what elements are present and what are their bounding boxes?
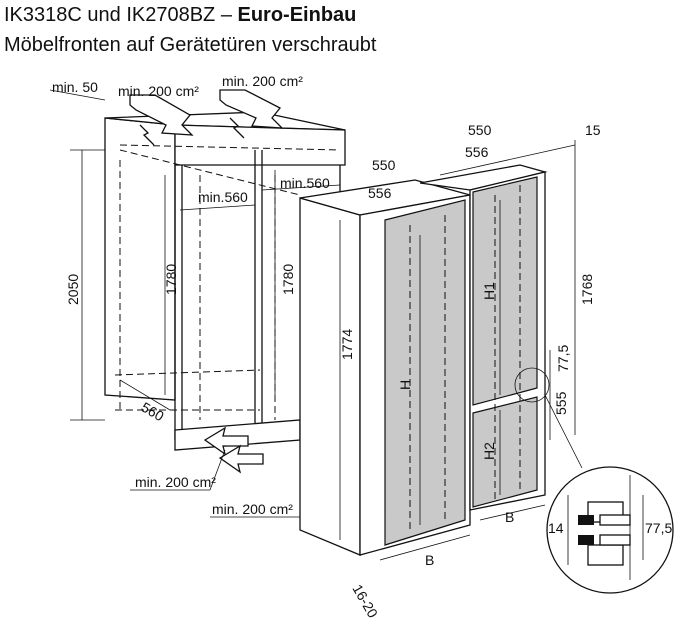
upper-door-h1-label: H1 [481,282,497,300]
single-height-label: 1774 [339,329,355,360]
single-door-depth-label: 556 [368,185,392,201]
niche-depth-label: 560 [139,399,167,425]
single-door-appliance [299,179,471,561]
double-door-depth-label: 556 [465,144,489,160]
single-body-depth-label: 550 [372,157,396,173]
detail-gap-label: 14 [548,520,564,536]
hinge-detail [546,466,674,594]
niche-height-right-label: 1780 [280,264,296,295]
min-gap-label: min. 50 [52,79,98,95]
door-gap-label: 16-20 [349,582,381,621]
diagram-subtitle: Möbelfronten auf Gerätetüren verschraubt [4,34,377,56]
top-offset-label: 15 [585,122,601,138]
vent-arrows [129,89,284,474]
double-door-width-label: B [505,509,514,525]
two-door-appliance [419,140,583,521]
niche-height-left-label: 1780 [163,264,179,295]
detail-spacing-label: 77,5 [645,520,672,536]
diagram-title: IK3318C und IK2708BZ – Euro-Einbau [4,4,356,27]
vent-bottom-1-label: min. 200 cm² [135,474,216,490]
lower-height-label: 555 [553,391,569,415]
lower-door-h2-label: H2 [481,442,497,460]
niche-width-left-label: min.560 [198,189,248,205]
double-height-label: 1768 [579,274,595,305]
vent-bottom-2-label: min. 200 cm² [212,501,293,517]
single-door-width-label: B [425,552,434,568]
installation-type: Euro-Einbau [237,4,357,26]
vent-top-right-label: min. 200 cm² [222,73,303,89]
gap-dim-label: 77,5 [555,345,571,372]
niche-height-label: 2050 [65,274,81,305]
model-names: IK3318C und IK2708BZ – [4,4,238,26]
door-height-h-label: H [397,380,413,390]
niche-width-right-label: min.560 [280,175,330,191]
double-body-depth-label: 550 [468,122,492,138]
niche-cabinet [104,111,346,451]
vent-top-left-label: min. 200 cm² [118,83,199,99]
